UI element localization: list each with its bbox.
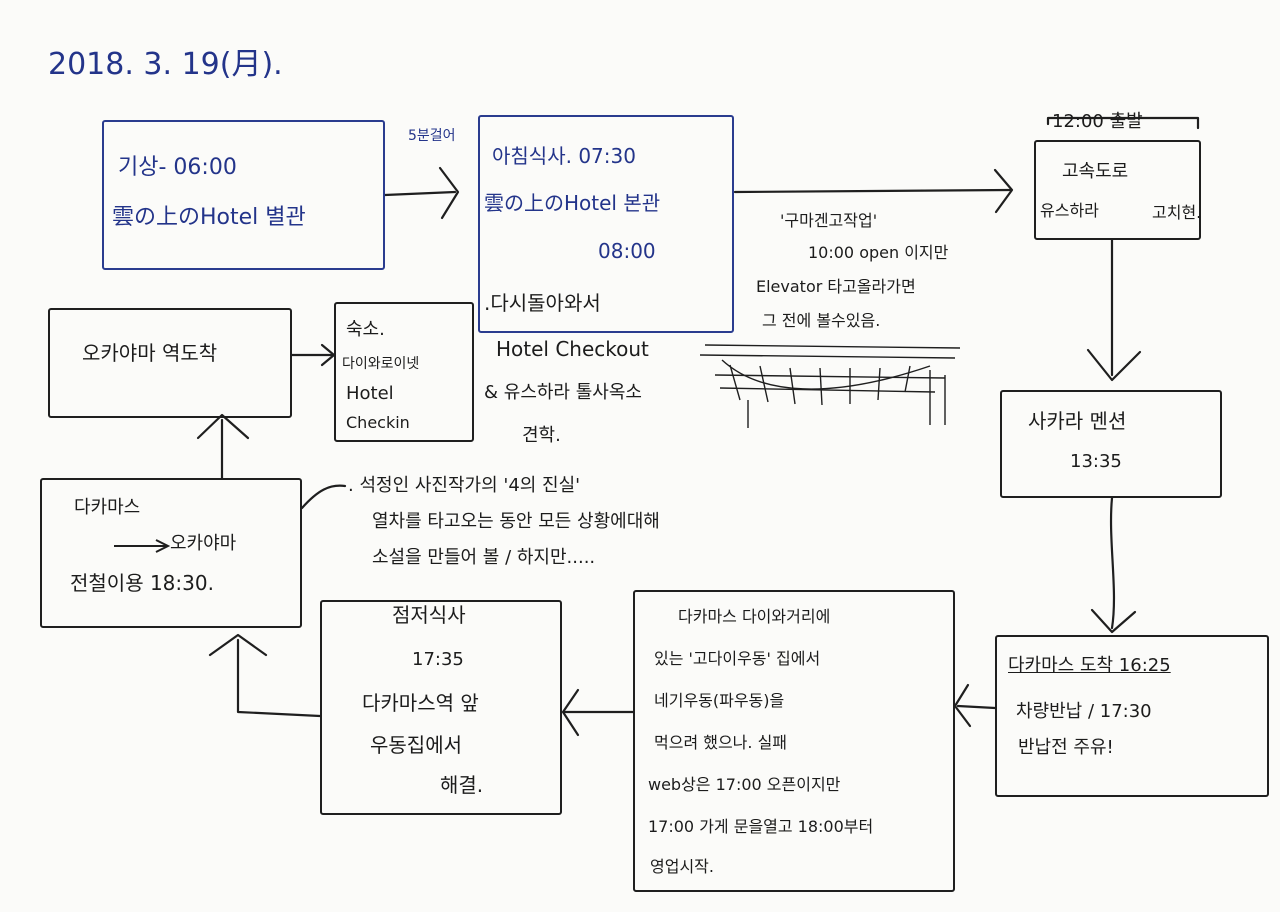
box-takamatsu-arrival-line3: 반납전 주유! bbox=[1018, 737, 1114, 758]
box-udon-attempt-line7: 영업시작. bbox=[650, 857, 714, 876]
box-breakfast-line1: 아침식사. 07:30 bbox=[492, 144, 636, 168]
checkout-note-line2: & 유스하라 톨사옥소 bbox=[484, 382, 642, 403]
box-train-line1: 다카마스 bbox=[74, 497, 141, 518]
checkout-note-line1: Hotel Checkout bbox=[496, 337, 649, 361]
arrow-box4-box5 bbox=[1109, 496, 1116, 630]
box-breakfast bbox=[478, 115, 734, 333]
box-udon-attempt-line1: 다카마스 다이와거리에 bbox=[678, 607, 831, 626]
box-wakeup-line1: 기상- 06:00 bbox=[118, 155, 237, 180]
note-line2: 열차를 타고오는 동안 모든 상황에대해 bbox=[372, 511, 660, 532]
box-train-line3: 전철이용 18:30. bbox=[70, 571, 214, 595]
box-wakeup-line2: 雲の上のHotel 별관 bbox=[112, 205, 306, 230]
arrow-box7-box8 bbox=[236, 638, 322, 718]
box-udon-attempt-line5: web상은 17:00 오픈이지만 bbox=[648, 775, 841, 794]
train-arrow-icon bbox=[114, 539, 171, 553]
arrow-box5-box6 bbox=[956, 704, 997, 710]
box-breakfast-line3: 08:00 bbox=[598, 239, 656, 263]
museum-note-line4: 그 전에 볼수있음. bbox=[762, 311, 881, 330]
box-train-line2: 오카야마 bbox=[170, 533, 237, 554]
box-udon-attempt bbox=[633, 590, 955, 892]
box-sakara-line1: 사카라 멘션 bbox=[1028, 409, 1127, 433]
box-takamatsu-arrival-line2: 차량반납 / 17:30 bbox=[1016, 701, 1152, 722]
box-hotel-checkin-line3: Hotel bbox=[346, 383, 394, 404]
note-line1: . 석정인 사진작가의 '4의 진실' bbox=[348, 475, 581, 496]
museum-note-line3: Elevator 타고올라가면 bbox=[756, 277, 916, 296]
box-hotel-checkin bbox=[334, 302, 474, 442]
box-breakfast-line4: .다시돌아와서 bbox=[484, 291, 601, 315]
box-highway bbox=[1034, 140, 1201, 240]
box-udon-attempt-line3: 네기우동(파우동)을 bbox=[654, 691, 785, 710]
arrow-box1-box2 bbox=[383, 190, 457, 197]
box-dinner-line5: 해결. bbox=[440, 773, 484, 797]
box-train bbox=[40, 478, 302, 628]
checkout-note-line3: 견학. bbox=[522, 425, 561, 446]
depart-label: 12:00 출발 bbox=[1052, 111, 1143, 132]
box-highway-line3: 고치현. bbox=[1152, 203, 1202, 222]
box-highway-line1: 고속도로 bbox=[1062, 161, 1129, 182]
museum-note-line1: '구마겐고작업' bbox=[780, 211, 878, 230]
box-sakara-line2: 13:35 bbox=[1070, 451, 1122, 472]
box-highway-line2: 유스하라 bbox=[1040, 201, 1099, 220]
walk-note: 5분걸어 bbox=[408, 128, 456, 144]
box-dinner-line1: 점저식사 bbox=[392, 603, 466, 627]
box-okayama-arrival bbox=[48, 308, 292, 418]
date-heading: 2018. 3. 19(月). bbox=[48, 47, 283, 82]
box-wakeup bbox=[102, 120, 385, 270]
box-dinner-line2: 17:35 bbox=[412, 649, 464, 670]
box-udon-attempt-line4: 먹으려 했으나. 실패 bbox=[654, 733, 788, 752]
box-sakara bbox=[1000, 390, 1222, 498]
box-udon-attempt-line2: 있는 '고다이우동' 집에서 bbox=[654, 649, 821, 668]
note-line3: 소설을 만들어 볼 / 하지만..... bbox=[372, 547, 596, 568]
arrow-box2-box3 bbox=[733, 188, 1012, 194]
box-takamatsu-arrival bbox=[995, 635, 1269, 797]
box-dinner-line3: 다카마스역 앞 bbox=[362, 691, 479, 715]
box-okayama-arrival-line1: 오카야마 역도착 bbox=[82, 341, 218, 365]
box-hotel-checkin-line1: 숙소. bbox=[346, 319, 385, 340]
building-sketch bbox=[699, 344, 961, 428]
box-dinner bbox=[320, 600, 562, 815]
box-dinner-line4: 우동집에서 bbox=[370, 733, 462, 757]
box-breakfast-line2: 雲の上のHotel 본관 bbox=[484, 191, 661, 215]
box-takamatsu-arrival-line1: 다카마스 도착 16:25 bbox=[1008, 655, 1171, 676]
box-hotel-checkin-line4: Checkin bbox=[346, 413, 410, 432]
box-udon-attempt-line6: 17:00 가게 문을열고 18:00부터 bbox=[648, 817, 874, 836]
museum-note-line2: 10:00 open 이지만 bbox=[808, 243, 949, 262]
box-hotel-checkin-line2: 다이와로이넷 bbox=[342, 356, 420, 372]
